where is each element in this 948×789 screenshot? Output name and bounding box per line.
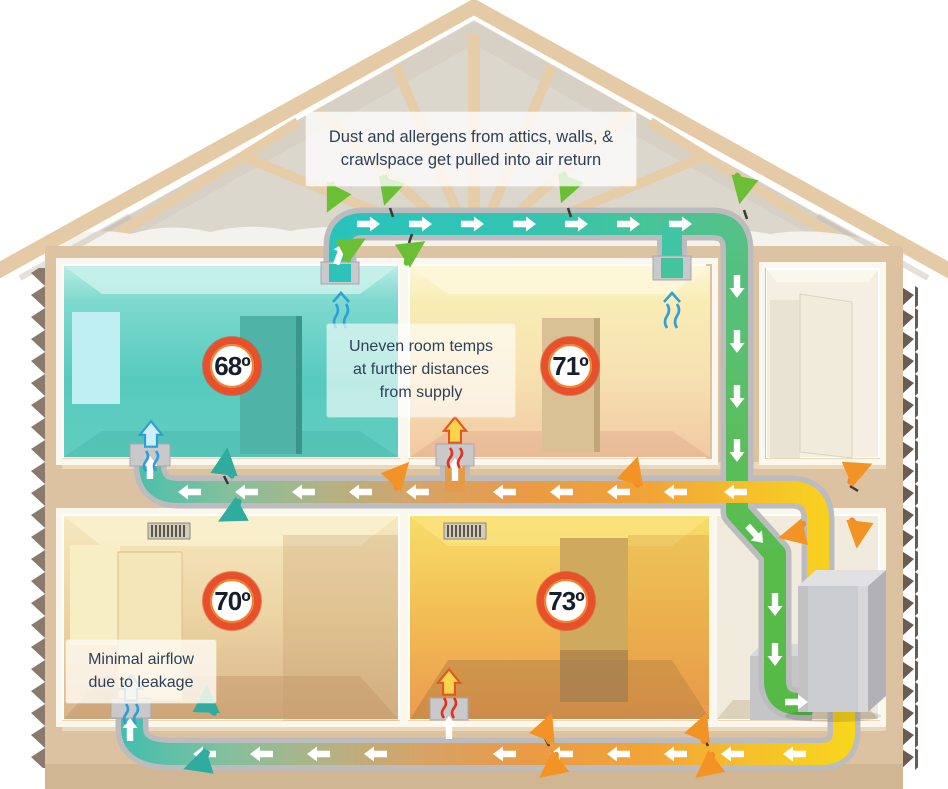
door-frame: [770, 300, 800, 458]
callout-dust-allergens: Dust and allergens from attics, walls, &…: [306, 112, 636, 186]
callout-uneven-temps: Uneven room temps at further distances f…: [327, 324, 515, 417]
callout-line: Minimal airflow: [88, 650, 194, 668]
callout-line: from supply: [379, 383, 463, 401]
right-wall-shadow-teeth: [903, 286, 918, 770]
temp-value: 71º: [552, 350, 588, 381]
callout-line: at further distances: [352, 361, 490, 379]
left-wall-shadow-teeth: [30, 268, 45, 768]
callout-line: crawlspace get pulled into air return: [340, 151, 602, 169]
furnace: [785, 570, 886, 722]
callout-line: Dust and allergens from attics, walls, &: [328, 127, 614, 146]
callout-minimal-airflow: Minimal airflow due to leakage: [66, 640, 216, 703]
callout-line: Uneven room temps: [348, 338, 494, 356]
temp-value: 70º: [214, 585, 250, 616]
leak-arrows: [196, 174, 861, 770]
room-lower-middle: [402, 508, 718, 727]
temp-badge-upper-middle: 71º: [541, 337, 599, 395]
temp-badge-upper-left: 68º: [203, 337, 261, 395]
temp-badge-lower-left: 70º: [203, 572, 261, 630]
temp-badge-lower-middle: 73º: [537, 572, 595, 630]
temp-value: 68º: [214, 350, 250, 381]
wall-grille: [443, 522, 487, 540]
wall-grille: [147, 522, 191, 540]
open-door: [799, 293, 853, 459]
roof-outline: [0, 0, 948, 279]
window: [70, 545, 120, 645]
vents: [110, 255, 692, 721]
room-upper-right: [759, 262, 886, 465]
window: [72, 312, 120, 404]
callout-line: due to leakage: [88, 673, 194, 691]
temp-value: 73º: [548, 585, 584, 616]
room-upper-middle: [402, 258, 718, 465]
